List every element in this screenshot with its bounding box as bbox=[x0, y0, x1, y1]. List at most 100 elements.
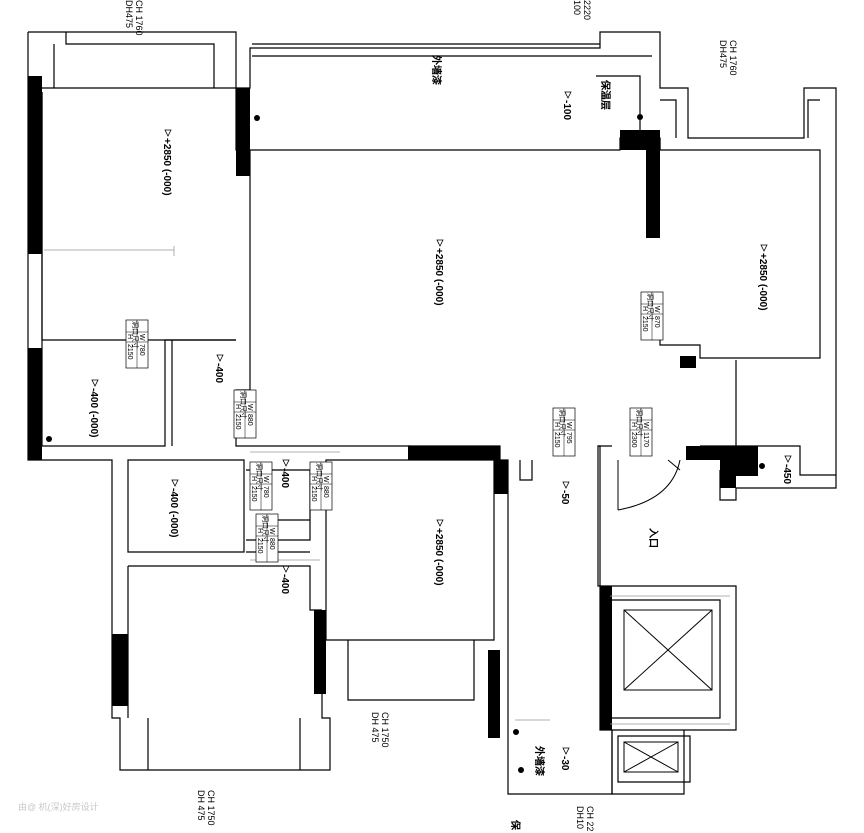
door-table-wv: 880 bbox=[268, 538, 275, 550]
level-triangle-icon bbox=[784, 455, 792, 463]
level-text: -400 (-000) bbox=[88, 388, 99, 437]
window-tag-dh: DH 475 bbox=[196, 790, 206, 821]
door-table-head: 洞口尺寸 bbox=[635, 409, 644, 437]
window-tag-ch: CH 22 bbox=[585, 806, 595, 832]
door-table-hv: 2150 bbox=[310, 486, 317, 502]
level-text: +2850 (-000) bbox=[433, 248, 444, 306]
elevator-shaft bbox=[623, 609, 713, 773]
level-triangle-icon bbox=[562, 481, 570, 489]
door-table-w: W bbox=[653, 306, 660, 313]
level-triangle-icon bbox=[216, 354, 224, 362]
level-label: -400 bbox=[213, 354, 224, 383]
level-text: -400 bbox=[279, 574, 290, 594]
door-table-head: 洞口尺寸 bbox=[131, 321, 140, 349]
level-labels: +2850 (-000) +2850 (-000) +2850 (-000) -400… bbox=[88, 91, 792, 771]
level-text: -100 bbox=[561, 100, 572, 120]
level-triangle-icon bbox=[282, 459, 290, 467]
level-triangle-icon bbox=[91, 379, 99, 387]
thin-lines bbox=[44, 246, 730, 725]
level-label: -400 bbox=[279, 459, 290, 488]
door-table-head: 洞口尺寸 bbox=[239, 391, 248, 419]
level-label: +2850 (-000) bbox=[161, 129, 172, 196]
entrance-door-swing bbox=[617, 459, 681, 511]
door-table-w: W bbox=[268, 528, 275, 535]
door-table-h: H bbox=[256, 528, 263, 533]
door-table-h: H bbox=[234, 404, 241, 409]
door-table-wv: 780 bbox=[138, 344, 145, 356]
door-table-head: 洞口尺寸 bbox=[261, 515, 270, 543]
door-table-h: H bbox=[630, 422, 637, 427]
door-table-wv: 795 bbox=[565, 432, 572, 444]
level-label: -400 (-000) bbox=[88, 379, 99, 437]
level-label: +2850 (-000) bbox=[757, 244, 768, 311]
door-table-h: H bbox=[310, 476, 317, 481]
door-table-h: H bbox=[250, 476, 257, 481]
door-table-wv: 1170 bbox=[642, 432, 649, 447]
level-text: -450 bbox=[781, 464, 792, 484]
outer-wall-label-1: 外墙漆 bbox=[430, 54, 443, 85]
door-table-wv: 780 bbox=[262, 486, 269, 498]
level-triangle-icon bbox=[171, 479, 179, 487]
level-triangle-icon bbox=[760, 244, 768, 252]
window-tag-ch: CH 1760 bbox=[134, 0, 144, 36]
insulation-cut-label: 保 bbox=[509, 819, 522, 831]
door-table-w: W bbox=[246, 404, 253, 411]
door-table-hv: 2150 bbox=[553, 432, 560, 448]
structural-columns bbox=[28, 76, 758, 738]
level-text: +2850 (-000) bbox=[161, 138, 172, 196]
door-table-hv: 2150 bbox=[250, 486, 257, 502]
wall-outlines bbox=[27, 31, 837, 795]
window-tag-dh: DH475 bbox=[124, 0, 134, 28]
door-table-hv: 2150 bbox=[641, 316, 648, 332]
level-label: -400 bbox=[279, 565, 290, 594]
door-table-wv: 870 bbox=[653, 316, 660, 328]
window-tag-ch: CH 1750 bbox=[206, 790, 216, 826]
door-table-wv: 880 bbox=[246, 414, 253, 426]
level-text: -400 bbox=[213, 363, 224, 383]
door-table-w: W bbox=[322, 476, 329, 483]
level-triangle-icon bbox=[436, 519, 444, 527]
level-triangle-icon bbox=[436, 239, 444, 247]
level-label: +2850 (-000) bbox=[433, 239, 444, 306]
level-label: -30 bbox=[559, 747, 570, 771]
annotations: 外墙漆 外墙漆 保温层 保 入口 bbox=[430, 54, 659, 831]
level-text: -400 bbox=[279, 468, 290, 488]
window-tag-dh: DH475 bbox=[718, 40, 728, 68]
outlet-markers bbox=[46, 114, 765, 773]
door-table-head: 洞口尺寸 bbox=[558, 409, 567, 437]
level-label: -50 bbox=[559, 481, 570, 505]
level-triangle-icon bbox=[164, 129, 172, 137]
window-tag-dh: DH10 bbox=[575, 806, 585, 829]
level-triangle-icon bbox=[562, 747, 570, 755]
outer-wall-label-2: 外墙漆 bbox=[533, 745, 546, 776]
window-tag-dh: 100 bbox=[572, 0, 582, 15]
door-table-h: H bbox=[641, 306, 648, 311]
level-text: -400 (-000) bbox=[168, 488, 179, 537]
level-label: +2850 (-000) bbox=[433, 519, 444, 586]
door-table-h: H bbox=[553, 422, 560, 427]
door-table-w: W bbox=[642, 422, 649, 429]
door-table-hv: 2300 bbox=[630, 432, 637, 448]
level-triangle-icon bbox=[282, 565, 290, 573]
level-text: -30 bbox=[559, 756, 570, 771]
entrance-label: 入口 bbox=[647, 528, 659, 548]
level-text: +2850 (-000) bbox=[757, 253, 768, 311]
door-table-head: 洞口尺寸 bbox=[315, 463, 324, 491]
window-tag-ch: 2220 bbox=[582, 0, 592, 20]
